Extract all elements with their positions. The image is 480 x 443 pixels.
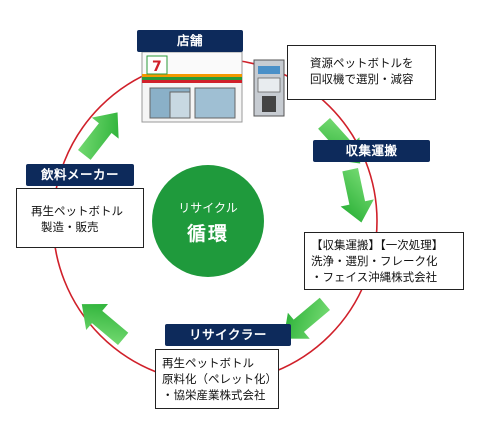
arrow-collection-down bbox=[340, 168, 374, 223]
processing-box: 【収集運搬】【一次処理】 洗浄・選別・フレーク化 ・フェイス沖縄株式会社 bbox=[304, 232, 464, 290]
recycler-line: 再生ペットボトル bbox=[162, 356, 254, 370]
store-description-box: 資源ペットボトルを 回収機で選別・減容 bbox=[287, 45, 436, 100]
svg-text:7: 7 bbox=[152, 59, 162, 75]
center-circle: リサイクル 循環 bbox=[152, 165, 264, 277]
center-subtitle: リサイクル bbox=[178, 201, 238, 215]
collection-machine-icon bbox=[253, 59, 285, 117]
processing-line: ・フェイス沖縄株式会社 bbox=[311, 270, 438, 284]
beverage-maker-label: 飲料メーカー bbox=[26, 164, 134, 186]
beverage-line: 製造・販売 bbox=[41, 220, 99, 234]
arrow-to-store bbox=[78, 112, 119, 160]
recycler-label: リサイクラー bbox=[165, 324, 291, 346]
beverage-maker-box: 再生ペットボトル 製造・販売 bbox=[16, 188, 144, 248]
store-icon: 7 bbox=[141, 51, 243, 123]
recycler-box: 再生ペットボトル 原料化（ペレット化） ・協栄産業株式会社 bbox=[155, 349, 279, 409]
beverage-line: 再生ペットボトル bbox=[31, 204, 123, 218]
store-description-line: 資源ペットボトルを bbox=[310, 56, 414, 70]
processing-line: 洗浄・選別・フレーク化 bbox=[311, 254, 438, 268]
center-title: 循環 bbox=[186, 223, 229, 245]
arrow-to-recycler bbox=[283, 297, 330, 339]
arrow-to-beverage bbox=[81, 303, 129, 345]
collection-label: 収集運搬 bbox=[313, 140, 430, 162]
recycler-line: 原料化（ペレット化） bbox=[162, 372, 277, 386]
store-label: 店舗 bbox=[137, 30, 243, 52]
processing-line: 【収集運搬】【一次処理】 bbox=[311, 238, 444, 252]
recycler-line: ・協栄産業株式会社 bbox=[162, 388, 266, 402]
store-description-line: 回収機で選別・減容 bbox=[310, 72, 414, 86]
